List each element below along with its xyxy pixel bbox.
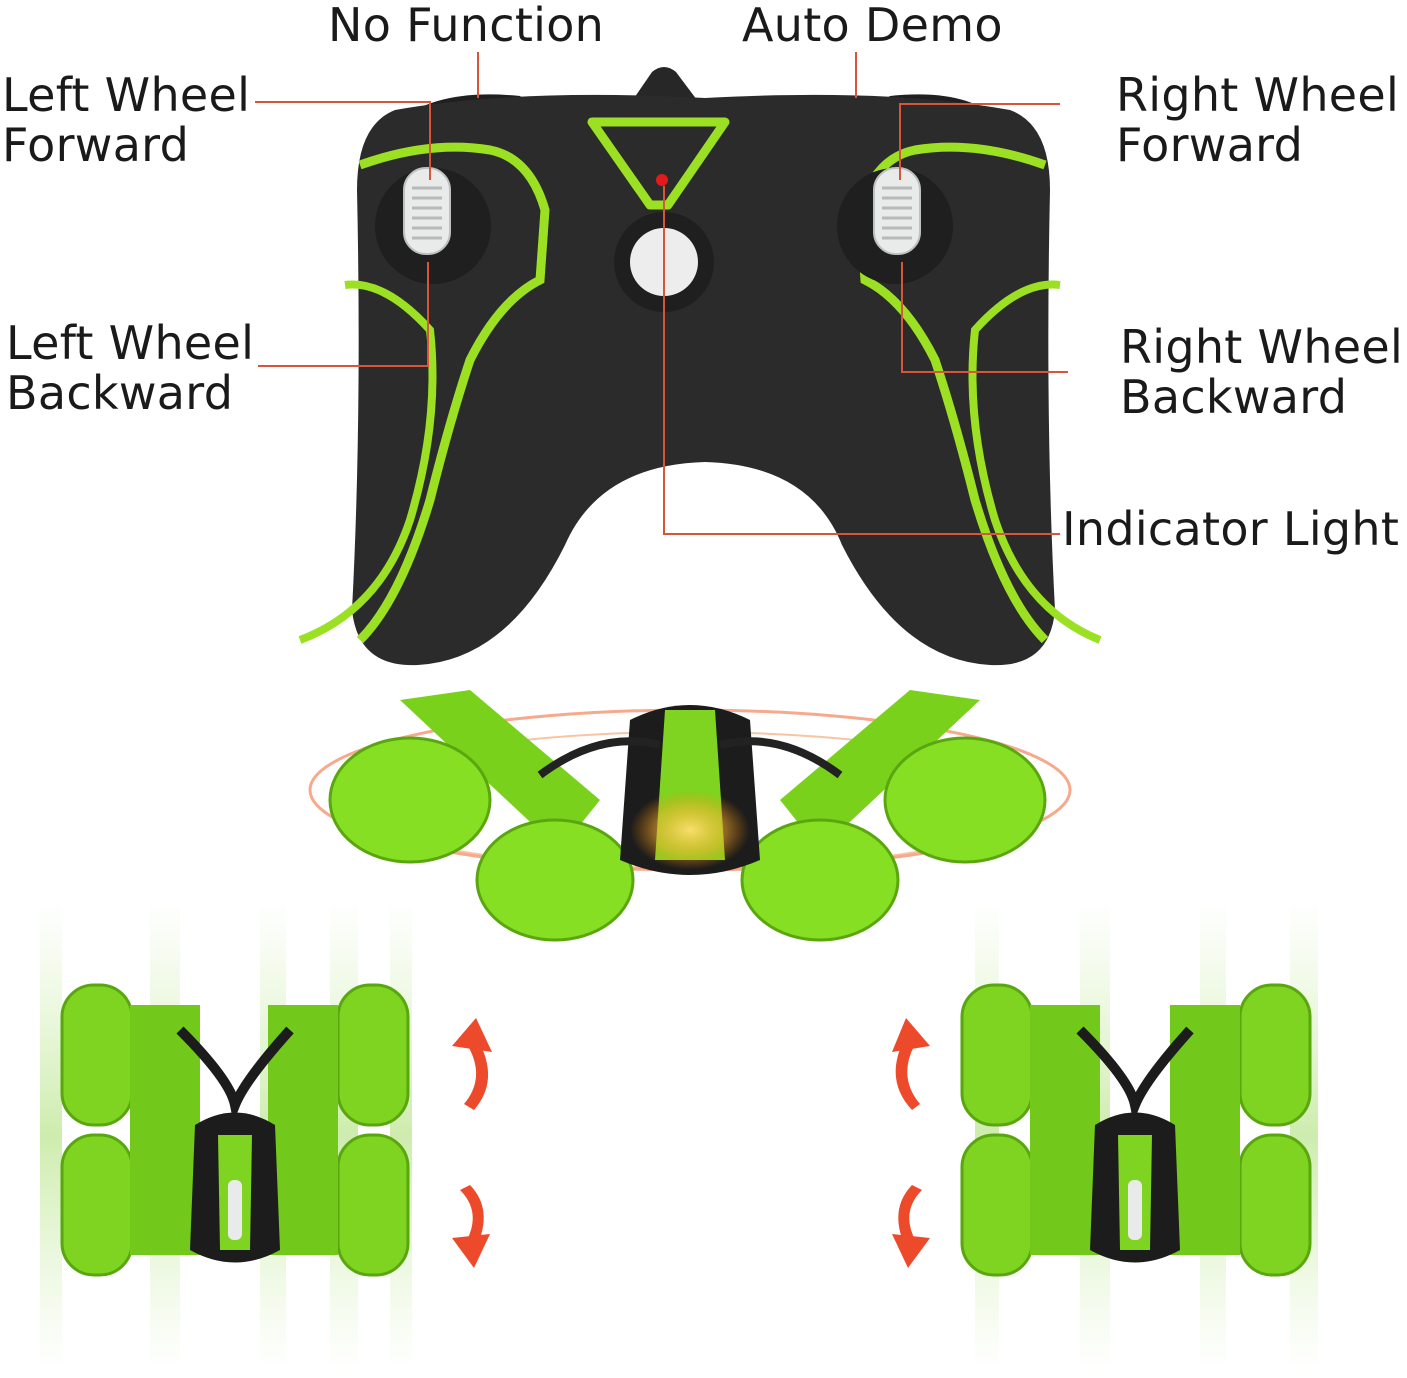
wheel-icon <box>60 1133 134 1277</box>
wheel-icon <box>740 818 900 942</box>
curved-arrow-down-icon <box>452 1185 490 1268</box>
flipping-car-center <box>308 690 1072 942</box>
left-lower-stripe <box>298 280 437 644</box>
wheel-icon <box>475 818 635 942</box>
wheel-icon <box>336 1133 410 1277</box>
label-indicator-light: Indicator Light <box>1062 502 1400 556</box>
leader-right-backward <box>901 262 1068 373</box>
wheel-icon <box>1238 1133 1312 1277</box>
right-lower-stripe <box>968 280 1102 644</box>
leader-indicator <box>663 186 1060 535</box>
car-right <box>960 900 1318 1370</box>
leader-right-forward <box>899 103 1060 180</box>
leader-left-backward <box>258 262 429 367</box>
label-right-wheel-forward: Right Wheel Forward <box>1116 68 1400 172</box>
curved-arrow-down-icon <box>892 1185 930 1268</box>
left-accent-stripe <box>356 142 550 644</box>
antenna-icon <box>630 67 700 104</box>
wheel-icon <box>1238 983 1312 1127</box>
center-triangle-stripe <box>587 117 730 210</box>
wheel-icon <box>60 983 134 1127</box>
wheel-icon <box>336 983 410 1127</box>
left-stick-icon <box>403 167 451 255</box>
label-left-wheel-backward: Left Wheel Backward <box>6 316 255 420</box>
wheel-icon <box>960 1133 1034 1277</box>
wheel-icon <box>328 736 492 864</box>
indicator-light-icon <box>656 174 668 186</box>
label-right-wheel-backward: Right Wheel Backward <box>1120 320 1404 424</box>
label-no-function: No Function <box>328 0 605 52</box>
curved-arrow-up-icon <box>892 1018 930 1110</box>
wheel-icon <box>883 736 1047 864</box>
rotation-arrows <box>452 1018 930 1268</box>
leader-left-forward <box>255 101 431 180</box>
right-stick-icon <box>873 167 921 255</box>
leader-lines <box>255 52 1068 535</box>
wheel-icon <box>960 983 1034 1127</box>
car-left <box>40 900 412 1370</box>
label-auto-demo: Auto Demo <box>742 0 1003 52</box>
label-left-wheel-forward: Left Wheel Forward <box>2 68 251 172</box>
remote-controller <box>298 67 1102 666</box>
curved-arrow-up-icon <box>452 1018 492 1110</box>
